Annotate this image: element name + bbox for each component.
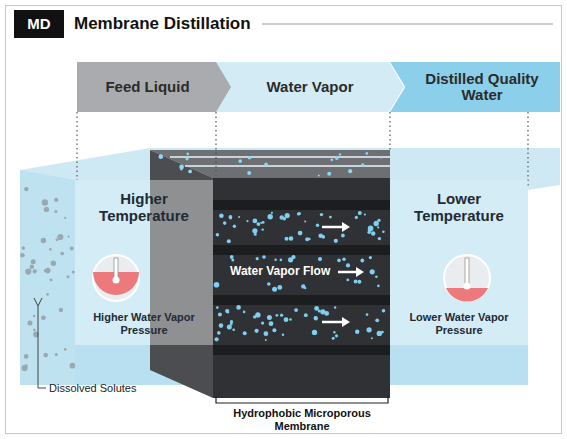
pressure-label: Higher Water Vapor Pressure [79,311,209,337]
bracket-label: Hydrophobic Microporous Membrane [216,407,388,433]
membrane-bracket [216,396,388,403]
solute-leader [34,298,46,388]
membrane-front [213,178,390,398]
dotted-guides [77,112,528,188]
flow-label: Water Vapor Flow [230,264,330,278]
title-rule [262,23,553,25]
membrane-pores [213,200,390,355]
temperature-panel: Lower TemperatureLower Water Vapor Press… [390,180,528,345]
vapor-bubbles [20,152,385,371]
pressure-label: Lower Water Vapor Pressure [394,311,524,337]
stage-arrow-band: Water Vapor [216,62,404,112]
membrane-slab-edge [170,156,390,158]
band-label: Water Vapor [267,79,354,95]
stage-arrow-band: Feed Liquid [77,62,232,112]
leader-label: Dissolved Solutes [49,382,136,395]
md-badge [14,10,64,38]
stage-arrow-band: Distilled Quality Water [390,62,560,112]
temperature-panel: Higher TemperatureHigher Water Vapor Pre… [75,180,213,345]
band-label: Distilled Quality Water [408,71,556,103]
temperature-label: Higher Temperature [79,190,209,224]
band-label: Feed Liquid [105,79,189,95]
badge-text: MD [14,10,64,38]
frame [6,6,562,434]
title: Membrane Distillation [74,14,251,34]
temperature-label: Lower Temperature [394,190,524,224]
water-side [20,170,75,385]
